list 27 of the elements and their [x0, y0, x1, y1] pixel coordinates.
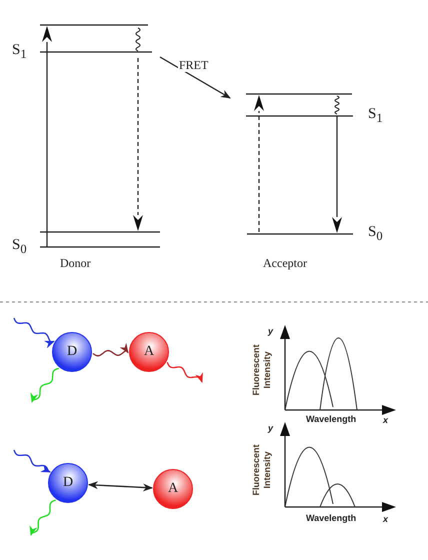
state-label: S$_{0}$	[368, 224, 383, 244]
axis-label: x	[383, 415, 388, 425]
diagram-caption: Donor	[60, 256, 91, 271]
arrow	[160, 56, 231, 99]
arrow	[88, 481, 154, 492]
axis-label: x	[383, 514, 388, 524]
state-label: S$_{1}$	[12, 42, 27, 62]
photon-arrow	[30, 368, 60, 403]
axis-title: Fluorescent Intensity	[251, 444, 273, 498]
axis-title: Fluorescent Intensity	[251, 344, 273, 398]
donor-sphere: D	[52, 332, 92, 372]
axis-title: Wavelength	[306, 513, 356, 523]
photon-arrow	[92, 342, 129, 356]
photon-arrow	[30, 499, 56, 536]
axis-title: Wavelength	[306, 414, 356, 424]
acceptor-sphere: A	[129, 332, 169, 372]
state-label: S$_{1}$	[368, 106, 383, 126]
acceptor-sphere: A	[153, 469, 193, 509]
donor-sphere: D	[48, 463, 88, 503]
photon-arrow	[13, 318, 55, 348]
photon-arrow	[166, 362, 203, 383]
diagram-caption: Acceptor	[263, 256, 307, 271]
state-label: S$_{0}$	[12, 237, 27, 257]
axis-label: y	[268, 423, 274, 433]
edge-label: FRET	[178, 58, 210, 72]
axis-label: y	[268, 326, 274, 336]
photon-arrow	[13, 450, 52, 473]
